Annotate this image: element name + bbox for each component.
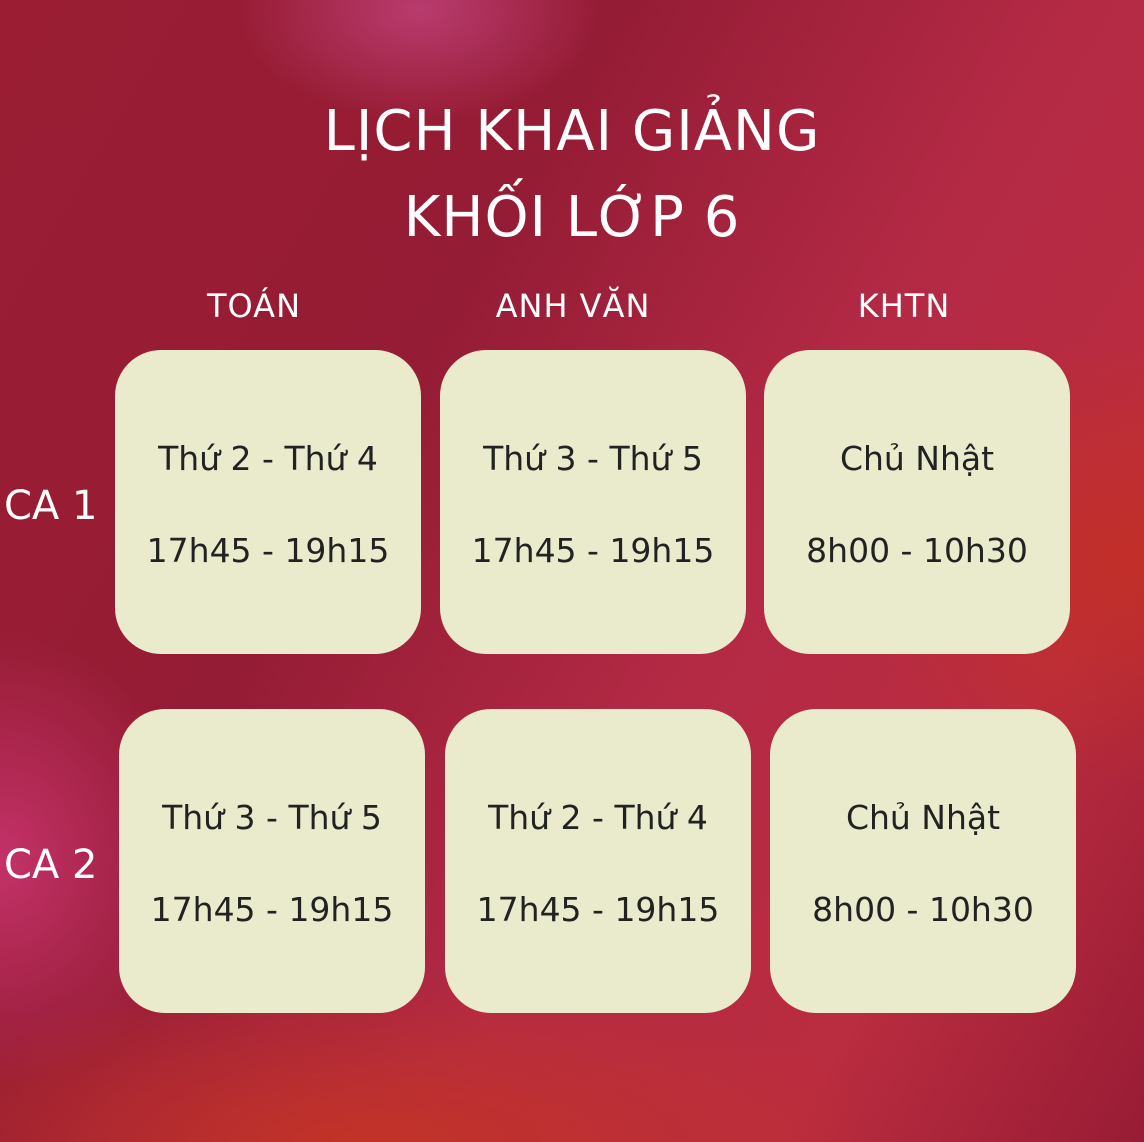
shift-label-ca-1: CA 1 xyxy=(4,483,98,529)
card-time: 17h45 - 19h15 xyxy=(150,890,394,929)
card-days: Chủ Nhật xyxy=(839,439,995,478)
subject-header-toan: TOÁN xyxy=(207,287,301,325)
card-time: 17h45 - 19h15 xyxy=(146,531,390,570)
schedule-card-ca2-khtn: Chủ Nhật 8h00 - 10h30 xyxy=(770,709,1076,1013)
subject-header-khtn: KHTN xyxy=(857,287,951,325)
schedule-card-ca1-anh-van: Thứ 3 - Thứ 5 17h45 - 19h15 xyxy=(440,350,746,654)
card-days: Thứ 3 - Thứ 5 xyxy=(162,798,382,837)
subject-header-anh-van: ANH VĂN xyxy=(495,287,651,325)
card-time: 8h00 - 10h30 xyxy=(812,890,1034,929)
title-line-2: KHỐI LỚP 6 xyxy=(403,185,741,250)
schedule-card-ca2-anh-van: Thứ 2 - Thứ 4 17h45 - 19h15 xyxy=(445,709,751,1013)
card-days: Chủ Nhật xyxy=(845,798,1001,837)
card-days: Thứ 2 - Thứ 4 xyxy=(488,798,708,837)
schedule-card-ca1-toan: Thứ 2 - Thứ 4 17h45 - 19h15 xyxy=(115,350,421,654)
schedule-card-ca1-khtn: Chủ Nhật 8h00 - 10h30 xyxy=(764,350,1070,654)
shift-label-ca-2: CA 2 xyxy=(4,842,98,888)
schedule-card-ca2-toan: Thứ 3 - Thứ 5 17h45 - 19h15 xyxy=(119,709,425,1013)
card-time: 17h45 - 19h15 xyxy=(476,890,720,929)
card-days: Thứ 2 - Thứ 4 xyxy=(158,439,378,478)
card-time: 8h00 - 10h30 xyxy=(806,531,1028,570)
title-line-1: LỊCH KHAI GIẢNG xyxy=(323,99,821,164)
card-time: 17h45 - 19h15 xyxy=(471,531,715,570)
card-days: Thứ 3 - Thứ 5 xyxy=(483,439,703,478)
